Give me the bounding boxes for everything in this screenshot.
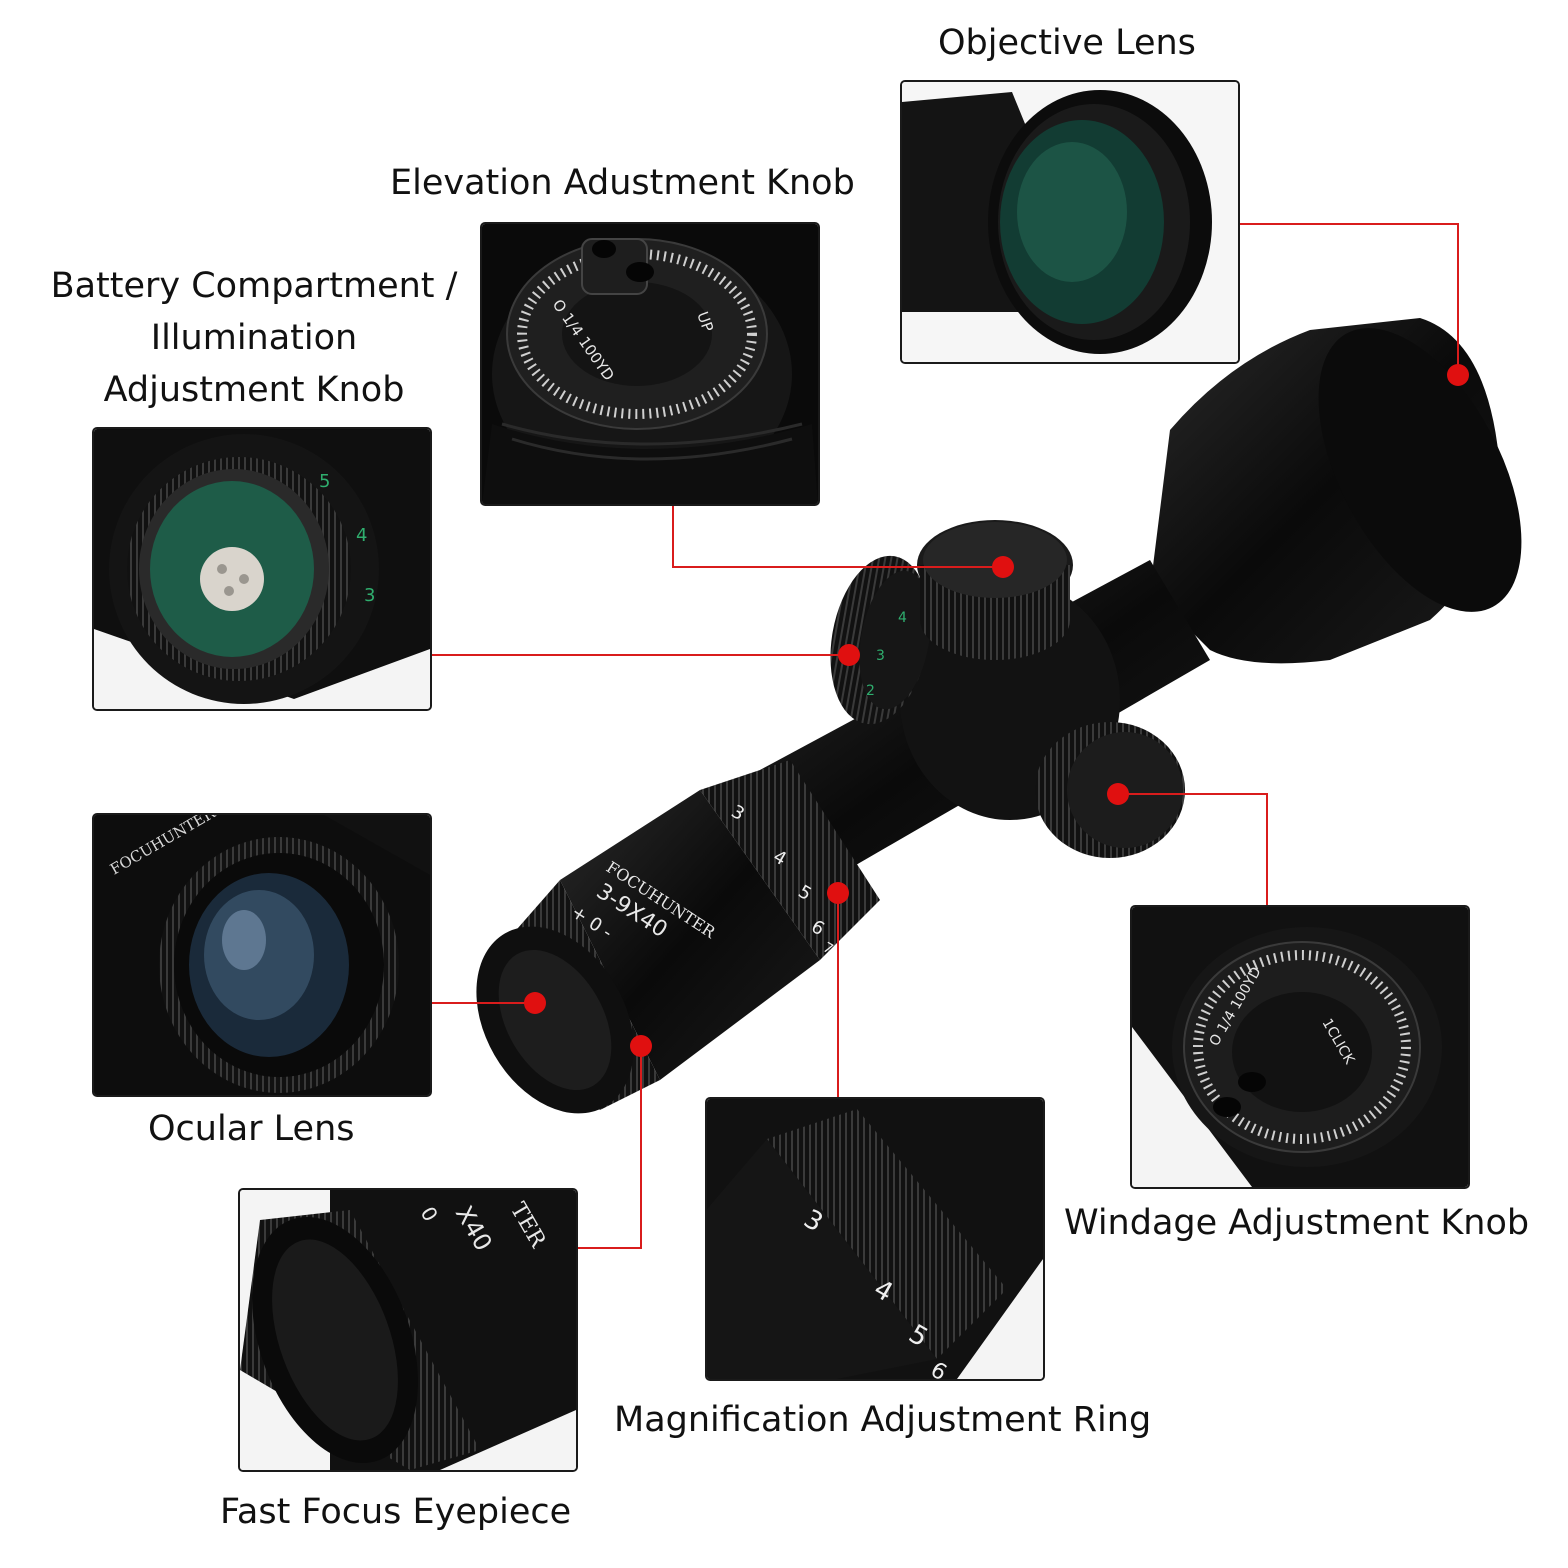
illum-panel-mark-3: 3 [364, 585, 375, 606]
ocular-lens-closeup: FOCUHUNTER [94, 815, 430, 1095]
panel-battery-compartment: 5 4 3 [92, 427, 432, 711]
battery-compartment-closeup: 5 4 3 [94, 429, 430, 709]
callout-dot-fast-focus [630, 1035, 652, 1057]
label-elevation-knob: Elevation Adustment Knob [390, 163, 855, 203]
illum-panel-mark-5: 5 [319, 471, 330, 492]
label-objective-lens: Objective Lens [938, 23, 1196, 63]
panel-objective-lens [900, 80, 1240, 364]
callout-dot-windage [1107, 783, 1129, 805]
magnification-ring-closeup: 3 4 5 6 [707, 1099, 1043, 1379]
callout-dot-battery [838, 644, 860, 666]
callout-line-elevation [672, 505, 1003, 568]
label-windage-knob: Windage Adjustment Knob [1064, 1203, 1530, 1243]
label-ocular-lens: Ocular Lens [148, 1109, 355, 1149]
callout-dot-objective [1447, 364, 1469, 386]
label-battery-line2: Illumination [150, 318, 358, 358]
callout-line-windage [1118, 793, 1268, 905]
label-battery-line3: Adjustment Knob [103, 370, 405, 410]
illum-mark-3: 3 [876, 648, 885, 664]
callout-lines [432, 223, 1459, 1249]
panel-elevation-knob: O 1/4 100YD UP [480, 222, 820, 506]
label-fast-focus-eyepiece: Fast Focus Eyepiece [220, 1492, 572, 1532]
callout-dot-magnification [827, 882, 849, 904]
fast-focus-eyepiece-closeup: X40 0 TER [240, 1190, 576, 1470]
illum-mark-4: 4 [898, 610, 907, 626]
panel-ocular-lens: FOCUHUNTER [92, 813, 432, 1097]
illum-mark-2: 2 [866, 683, 875, 699]
callout-dot-elevation [992, 556, 1014, 578]
panel-windage-knob: O 1/4 100YD 1CLICK [1130, 905, 1470, 1189]
callout-line-objective [1240, 223, 1459, 375]
panel-fast-focus-eyepiece: X40 0 TER [238, 1188, 578, 1472]
label-battery-compartment: Battery Compartment / Illumination Adjus… [44, 260, 464, 416]
scope-body: FOCUHUNTER 3-9X40 + 0 - 3 4 5 6 7 4 3 2 [476, 318, 1522, 1114]
elevation-knob-closeup: O 1/4 100YD UP [482, 224, 818, 504]
label-battery-line1: Battery Compartment / [50, 266, 458, 306]
callout-dot-ocular [524, 992, 546, 1014]
elevation-up-text: UP [693, 309, 717, 334]
callout-dots [524, 364, 1469, 1057]
callout-line-fast-focus [578, 1046, 642, 1249]
objective-lens-closeup [902, 82, 1238, 362]
panel-magnification-ring: 3 4 5 6 [705, 1097, 1045, 1381]
illum-panel-mark-4: 4 [356, 525, 367, 546]
windage-knob-closeup: O 1/4 100YD 1CLICK [1132, 907, 1468, 1187]
label-magnification-ring: Magnification Adjustment Ring [614, 1400, 1152, 1440]
